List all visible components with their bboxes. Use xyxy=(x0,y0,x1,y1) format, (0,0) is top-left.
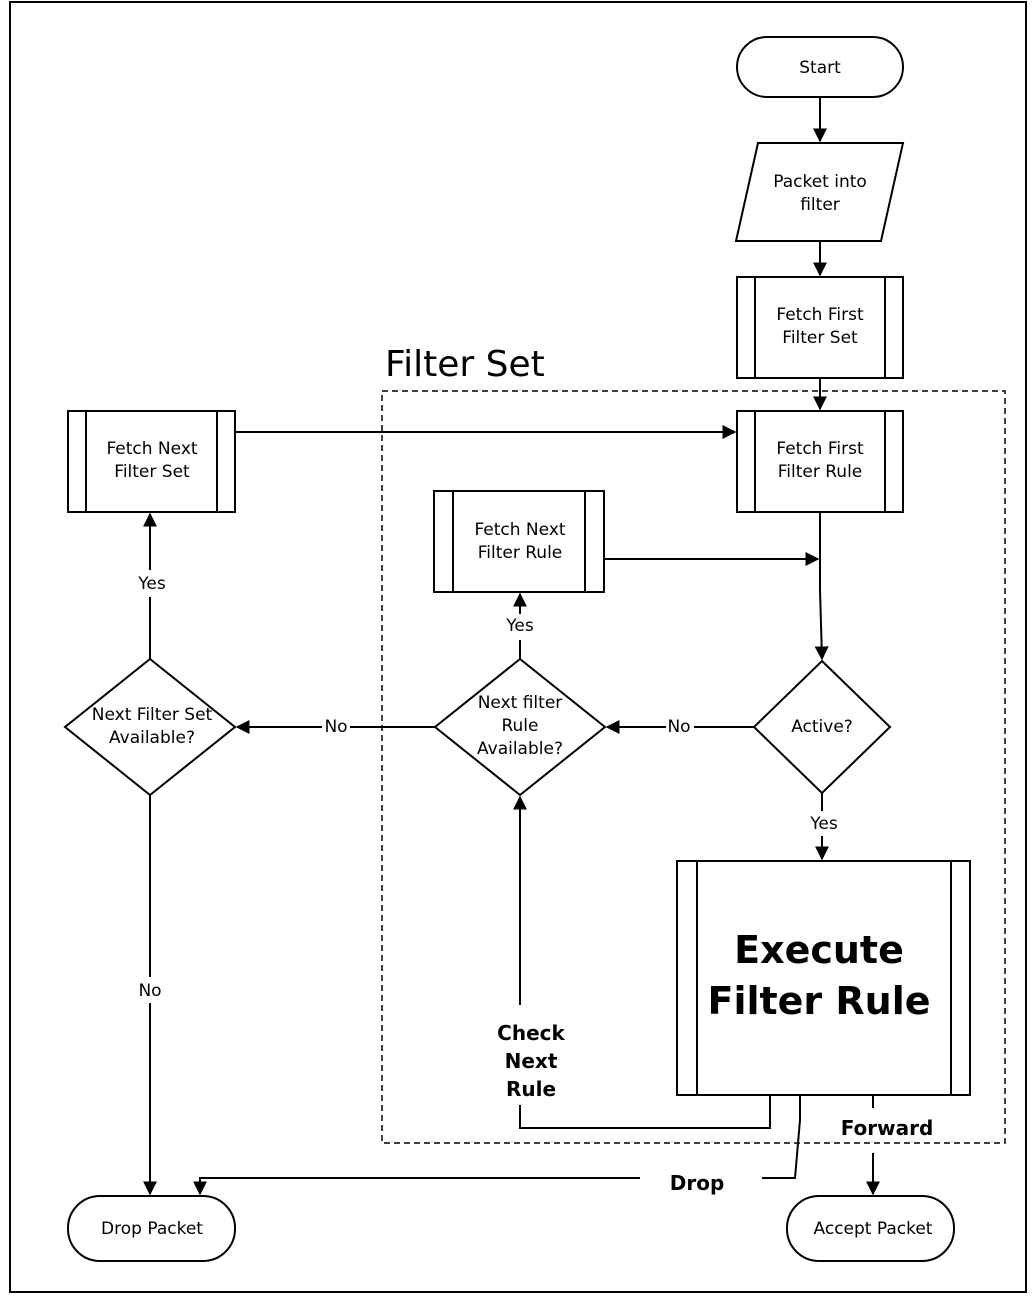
next-rule-line3: Available? xyxy=(477,739,563,759)
next-set-line2: Available? xyxy=(109,728,195,748)
filter-set-label: Filter Set xyxy=(385,344,545,385)
fetch-first-filter-rule-line2: Filter Rule xyxy=(778,462,863,482)
edge-drop xyxy=(193,1177,640,1196)
next-rule-line1: Next filter xyxy=(478,693,563,713)
label-check-line3: Rule xyxy=(506,1077,556,1101)
label-rule-no: No xyxy=(324,717,347,737)
label-check-line1: Check xyxy=(497,1021,565,1045)
node-fetch-next-filter-rule: Fetch Next Filter Rule xyxy=(433,490,605,593)
node-accept-packet: Accept Packet xyxy=(786,1195,955,1262)
label-check-line2: Next xyxy=(505,1049,558,1073)
edge-drop-upper xyxy=(762,1095,801,1179)
filter-set-group xyxy=(381,390,1006,1144)
fetch-first-filter-rule-line1: Fetch First xyxy=(776,439,864,459)
node-drop-packet: Drop Packet xyxy=(67,1195,236,1262)
label-rule-yes: Yes xyxy=(505,616,534,636)
node-next-filter-rule-decision: Next filter Rule Available? xyxy=(433,657,607,797)
next-rule-line2: Rule xyxy=(501,716,538,736)
packet-into-filter-line1: Packet into xyxy=(773,172,867,192)
fetch-next-filter-set-line2: Filter Set xyxy=(114,462,190,482)
node-start: Start xyxy=(736,36,904,98)
node-active-decision: Active? xyxy=(752,659,892,795)
edge-check-next-lower xyxy=(519,1095,771,1129)
fetch-next-filter-set-line1: Fetch Next xyxy=(106,439,197,459)
active-label: Active? xyxy=(791,717,853,737)
node-start-label: Start xyxy=(799,58,841,78)
execute-line2: Filter Rule xyxy=(707,979,930,1023)
node-fetch-first-filter-rule: Fetch First Filter Rule xyxy=(736,410,904,513)
fetch-next-filter-rule-line1: Fetch Next xyxy=(474,520,565,540)
fetch-first-filter-set-line2: Filter Set xyxy=(782,328,858,348)
edge-first-rule-to-active xyxy=(814,512,829,661)
execute-line1: Execute xyxy=(734,928,904,972)
fetch-first-filter-set-line1: Fetch First xyxy=(776,305,864,325)
drop-packet-label: Drop Packet xyxy=(101,1219,203,1239)
label-set-no: No xyxy=(138,981,161,1001)
accept-packet-label: Accept Packet xyxy=(814,1219,933,1239)
label-forward: Forward xyxy=(841,1116,934,1140)
packet-into-filter-line2: filter xyxy=(800,195,840,215)
node-fetch-next-filter-set: Fetch Next Filter Set xyxy=(67,410,236,513)
label-drop: Drop xyxy=(670,1171,725,1195)
node-execute-filter-rule: Execute Filter Rule xyxy=(676,860,971,1096)
node-fetch-first-filter-set: Fetch First Filter Set xyxy=(736,276,904,379)
next-set-line1: Next Filter Set xyxy=(92,705,213,725)
fetch-next-filter-rule-line2: Filter Rule xyxy=(478,543,563,563)
label-active-yes: Yes xyxy=(809,814,838,834)
label-active-no: No xyxy=(667,717,690,737)
label-set-yes: Yes xyxy=(137,574,166,594)
node-next-filter-set-decision: Next Filter Set Available? xyxy=(63,657,237,797)
node-packet-into-filter: Packet into filter xyxy=(734,142,905,242)
